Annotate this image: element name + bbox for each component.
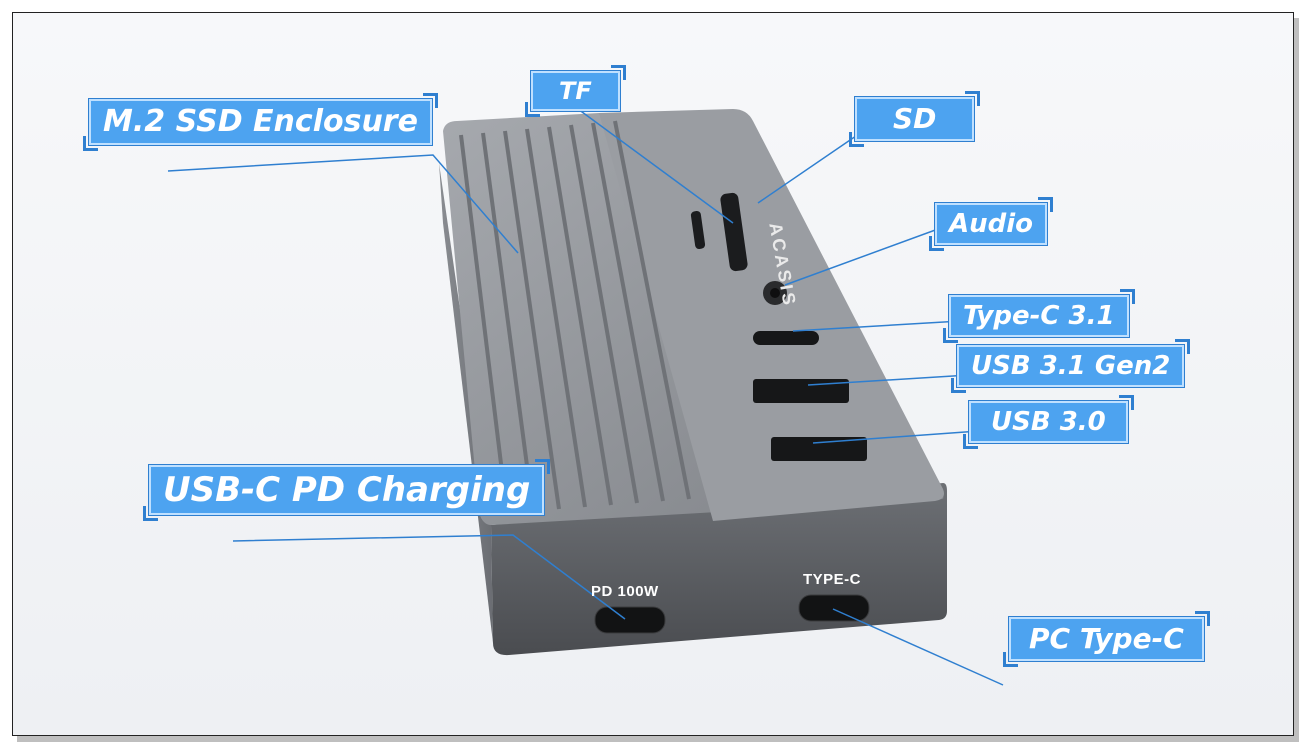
label-pc-type-c: PC Type-C (1003, 611, 1210, 667)
hub-port-panel (599, 109, 944, 521)
label-tf: TF (525, 65, 626, 117)
typec-port-label: TYPE-C (803, 571, 862, 588)
label-usb-30: USB 3.0 (963, 395, 1134, 449)
heatsink-ribs (459, 120, 691, 514)
typec31-port (753, 331, 819, 345)
label-usb-c-pd-charging: USB-C PD Charging (142, 459, 551, 521)
hub-left-side (439, 163, 493, 643)
audio-jack-hole (770, 288, 780, 298)
tf-slot (690, 211, 706, 249)
typec-front-port (798, 594, 870, 622)
label-sd: SD (848, 91, 981, 147)
product-illustration: PD 100W TYPE-C ACASIS M.2 SSD Enclosure … (12, 12, 1294, 736)
usb30-port (771, 437, 867, 461)
label-m2-ssd-enclosure: M.2 SSD Enclosure (83, 93, 438, 151)
pd-port-label: PD 100W (591, 583, 659, 600)
usb31-port (753, 379, 849, 403)
label-usb-31-gen2: USB 3.1 Gen2 (950, 339, 1191, 393)
pd-port (594, 606, 666, 634)
label-audio: Audio (928, 197, 1054, 251)
label-typec-31: Type-C 3.1 (943, 289, 1135, 343)
hub-scene (167, 108, 1004, 686)
sd-slot (720, 192, 748, 272)
